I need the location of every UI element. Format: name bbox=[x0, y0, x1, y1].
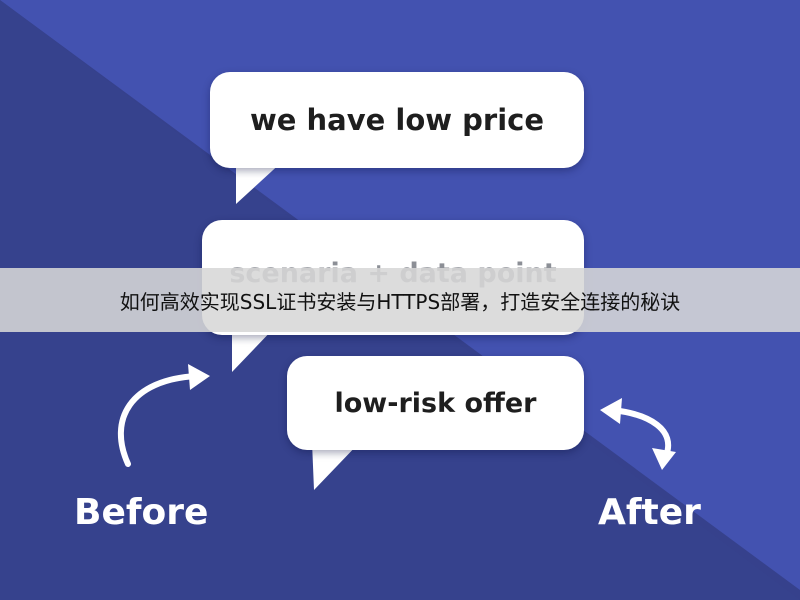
before-label: Before bbox=[74, 492, 209, 533]
banner-title: 如何高效实现SSL证书安装与HTTPS部署，打造安全连接的秘诀 bbox=[119, 289, 681, 314]
title-banner: 如何高效实现SSL证书安装与HTTPS部署，打造安全连接的秘诀 bbox=[0, 268, 800, 332]
speech-bubble-low-price: we have low price bbox=[210, 72, 584, 168]
bubble-text: low-risk offer bbox=[334, 387, 537, 419]
speech-bubble-low-risk-offer: low-risk offer bbox=[287, 356, 584, 450]
bubble-text: we have low price bbox=[249, 103, 545, 137]
after-label: After bbox=[598, 492, 701, 533]
